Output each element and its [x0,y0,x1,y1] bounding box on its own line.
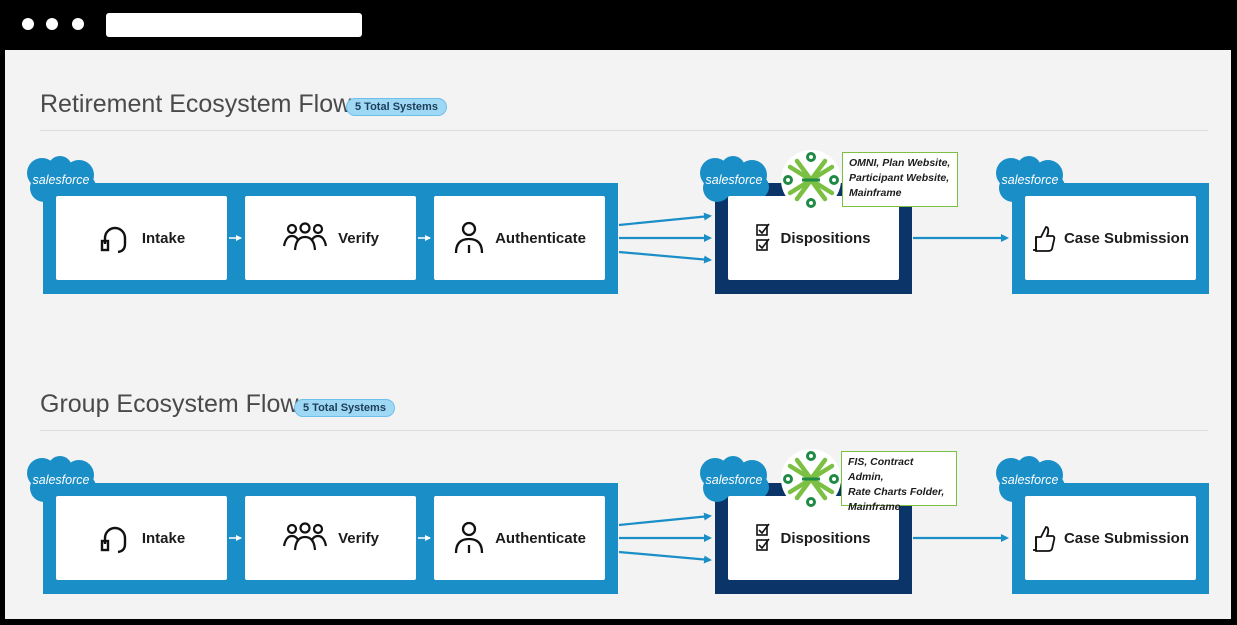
systems-note-line: Mainframe [849,187,902,199]
step-label: Verify [338,229,379,247]
step-label: Verify [338,529,379,547]
salesforce-cloud-logo [27,156,96,203]
step-verify: Verify [245,496,416,580]
headset-icon [98,222,132,254]
systems-note: OMNI, Plan Website, Participant Website,… [842,152,958,207]
window-dot-close[interactable] [22,18,34,30]
group-icon [282,522,328,554]
partner-logo [781,150,841,210]
step-label: Intake [141,529,186,547]
step-verify: Verify [245,196,416,280]
window-dot-maximize[interactable] [72,18,84,30]
small-arrows [229,235,431,541]
step-label: Case Submission [1063,229,1190,247]
salesforce-logo-text: salesforce [705,473,763,487]
salesforce-logo-text: salesforce [1001,473,1059,487]
step-label: Intake [141,229,186,247]
salesforce-logo-text: salesforce [32,173,90,187]
headset-icon [98,522,132,554]
step-label: Dispositions [780,229,871,247]
person-icon [453,221,485,255]
systems-note-line: Participant Website, [849,172,950,184]
step-case-submission: Case Submission [1025,196,1196,280]
thumbs-up-icon [1032,223,1056,253]
window-dot-minimize[interactable] [46,18,58,30]
partner-logo [781,449,841,509]
arrow-to-dispositions [618,212,712,227]
arrow-to-dispositions [618,550,712,564]
step-dispositions: Dispositions [728,496,899,580]
salesforce-cloud-logo [27,456,96,503]
step-label: Dispositions [780,529,871,547]
step-label: Authenticate [495,529,586,547]
step-dispositions: Dispositions [728,196,899,280]
checklist-icon [756,223,771,253]
address-bar[interactable] [106,13,362,37]
salesforce-logo-text: salesforce [705,173,763,187]
person-icon [453,521,485,555]
checklist-icon [756,523,771,553]
systems-note-line: Rate Charts Folder, [848,486,945,498]
step-authenticate: Authenticate [434,196,605,280]
salesforce-logo-text: salesforce [32,473,90,487]
section-divider [40,430,1208,431]
arrow-to-dispositions [618,512,712,527]
flow-title: Group Ecosystem Flow [40,390,299,418]
flow-title: Retirement Ecosystem Flow [40,90,352,118]
group-icon [282,222,328,254]
systems-count-badge: 5 Total Systems [294,399,395,417]
systems-note-line: Mainframe [848,501,901,513]
step-label: Case Submission [1063,529,1190,547]
step-intake: Intake [56,196,227,280]
arrow-to-dispositions [618,250,712,264]
step-case-submission: Case Submission [1025,496,1196,580]
step-label: Authenticate [495,229,586,247]
systems-note: FIS, Contract Admin, Rate Charts Folder,… [841,451,957,513]
salesforce-logo-text: salesforce [1001,173,1059,187]
systems-note-line: OMNI, Plan Website, [849,157,951,169]
systems-note-line: FIS, Contract Admin, [848,456,914,483]
step-authenticate: Authenticate [434,496,605,580]
systems-count-badge: 5 Total Systems [346,98,447,116]
section-divider [40,130,1208,131]
thumbs-up-icon [1032,523,1056,553]
step-intake: Intake [56,496,227,580]
